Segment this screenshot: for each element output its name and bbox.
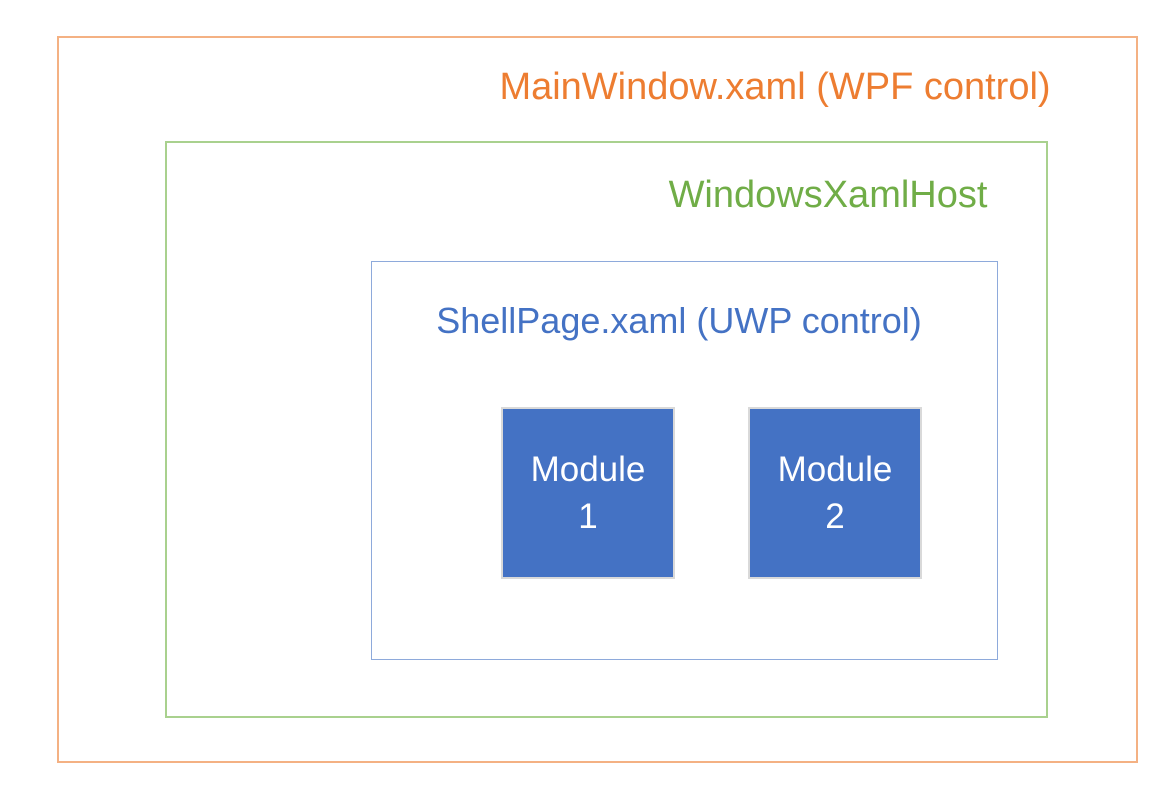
mainwindow-wpf-label: MainWindow.xaml (WPF control) xyxy=(499,66,1051,108)
windowsxamlhost-box xyxy=(165,141,1048,718)
windowsxamlhost-label: WindowsXamlHost xyxy=(668,174,988,216)
module-2-label-line2: 2 xyxy=(825,497,845,536)
mainwindow-wpf-box xyxy=(57,36,1138,763)
module-2-box: Module 2 xyxy=(748,407,922,579)
module-1-label-line1: Module xyxy=(530,449,646,489)
module-1-box: Module 1 xyxy=(501,407,675,579)
module-1-label-line2: 1 xyxy=(578,497,598,536)
shellpage-uwp-label: ShellPage.xaml (UWP control) xyxy=(436,300,922,341)
module-2-label-line1: Module xyxy=(777,449,893,489)
shellpage-uwp-box xyxy=(371,261,998,660)
